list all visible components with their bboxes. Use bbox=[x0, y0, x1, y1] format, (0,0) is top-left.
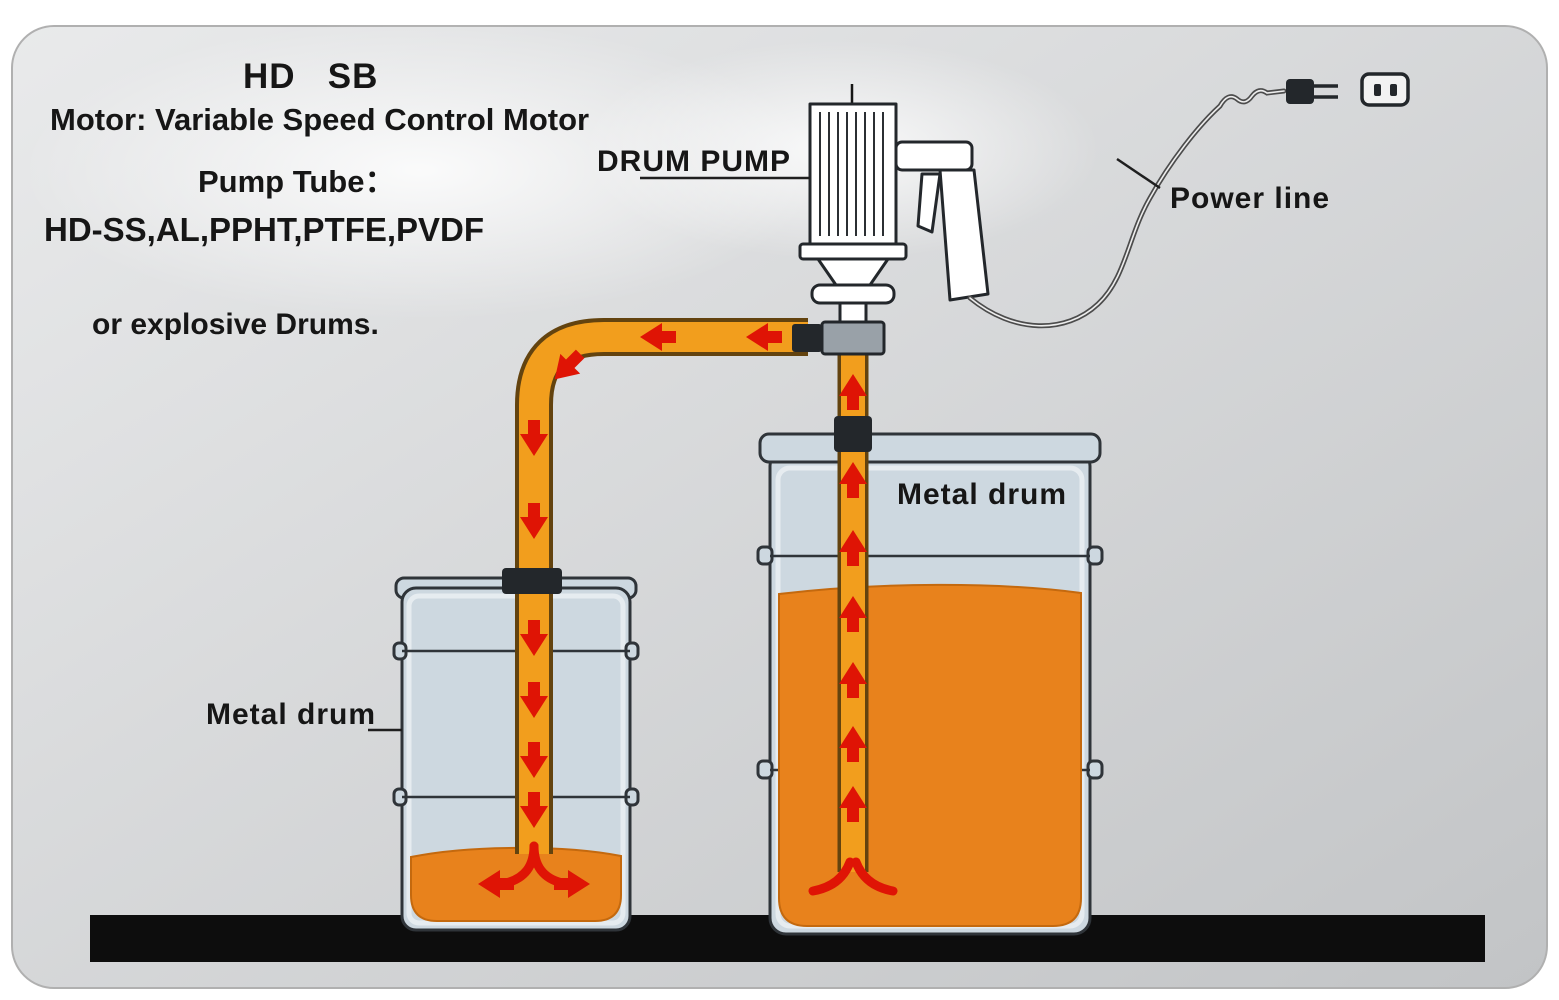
pump-tube-materials-label: HD-SS,AL,PPHT,PTFE,PVDF bbox=[44, 211, 484, 248]
right-drum-rib-bump bbox=[756, 545, 774, 566]
handle-trigger bbox=[916, 172, 942, 234]
drum-pump-label: DRUM PUMP bbox=[597, 145, 791, 178]
metal-drum-right-label: Metal drum bbox=[897, 478, 1067, 511]
discharge-tube bbox=[515, 318, 808, 854]
metal-drum-left-label: Metal drum bbox=[206, 698, 376, 731]
right-drum-rib-bump bbox=[1086, 759, 1104, 780]
discharge-tube-fill bbox=[519, 322, 808, 854]
plug-prongs bbox=[1314, 84, 1338, 99]
explosive-note-label: or explosive Drums. bbox=[92, 308, 379, 341]
right-drum-liquid bbox=[778, 583, 1082, 927]
flow-intake-right bbox=[851, 857, 898, 896]
plug-icon bbox=[1286, 79, 1314, 104]
discharge-flow-arrows bbox=[478, 323, 782, 898]
handle-grip bbox=[938, 168, 990, 302]
title-hd-sb: HD SB bbox=[243, 57, 378, 96]
flow-intake-left bbox=[808, 857, 855, 896]
pump-neck bbox=[838, 301, 868, 325]
pump-tee-fitting bbox=[820, 320, 886, 356]
motor-flange bbox=[798, 242, 908, 261]
outlet-icon bbox=[1360, 72, 1410, 107]
right-drum-bung bbox=[834, 416, 872, 452]
suction-flow-arrows bbox=[808, 374, 898, 896]
right-drum-rib-bump bbox=[1086, 545, 1104, 566]
power-cord-core bbox=[969, 89, 1285, 327]
handle-arm bbox=[894, 140, 974, 172]
pump-tube-label: Pump Tube： bbox=[198, 164, 395, 199]
drum-pump-assembly bbox=[792, 84, 990, 356]
motor-fins bbox=[819, 112, 884, 236]
right-drum-rib-bump bbox=[756, 759, 774, 780]
outlet-slot bbox=[1374, 84, 1381, 96]
left-drum-bung bbox=[502, 568, 562, 594]
right-drum-lid bbox=[758, 432, 1102, 464]
pump-outlet-coupler bbox=[792, 324, 822, 352]
pump-motor bbox=[808, 102, 898, 246]
motor-spec-label: Motor: Variable Speed Control Motor bbox=[50, 102, 589, 137]
power-line-label: Power line bbox=[1170, 182, 1330, 215]
power-line-pointer bbox=[1116, 157, 1161, 190]
left-drum-liquid bbox=[410, 846, 622, 922]
outlet-slot bbox=[1390, 84, 1397, 96]
power-line-group bbox=[967, 72, 1410, 329]
pump-collar bbox=[810, 283, 896, 305]
